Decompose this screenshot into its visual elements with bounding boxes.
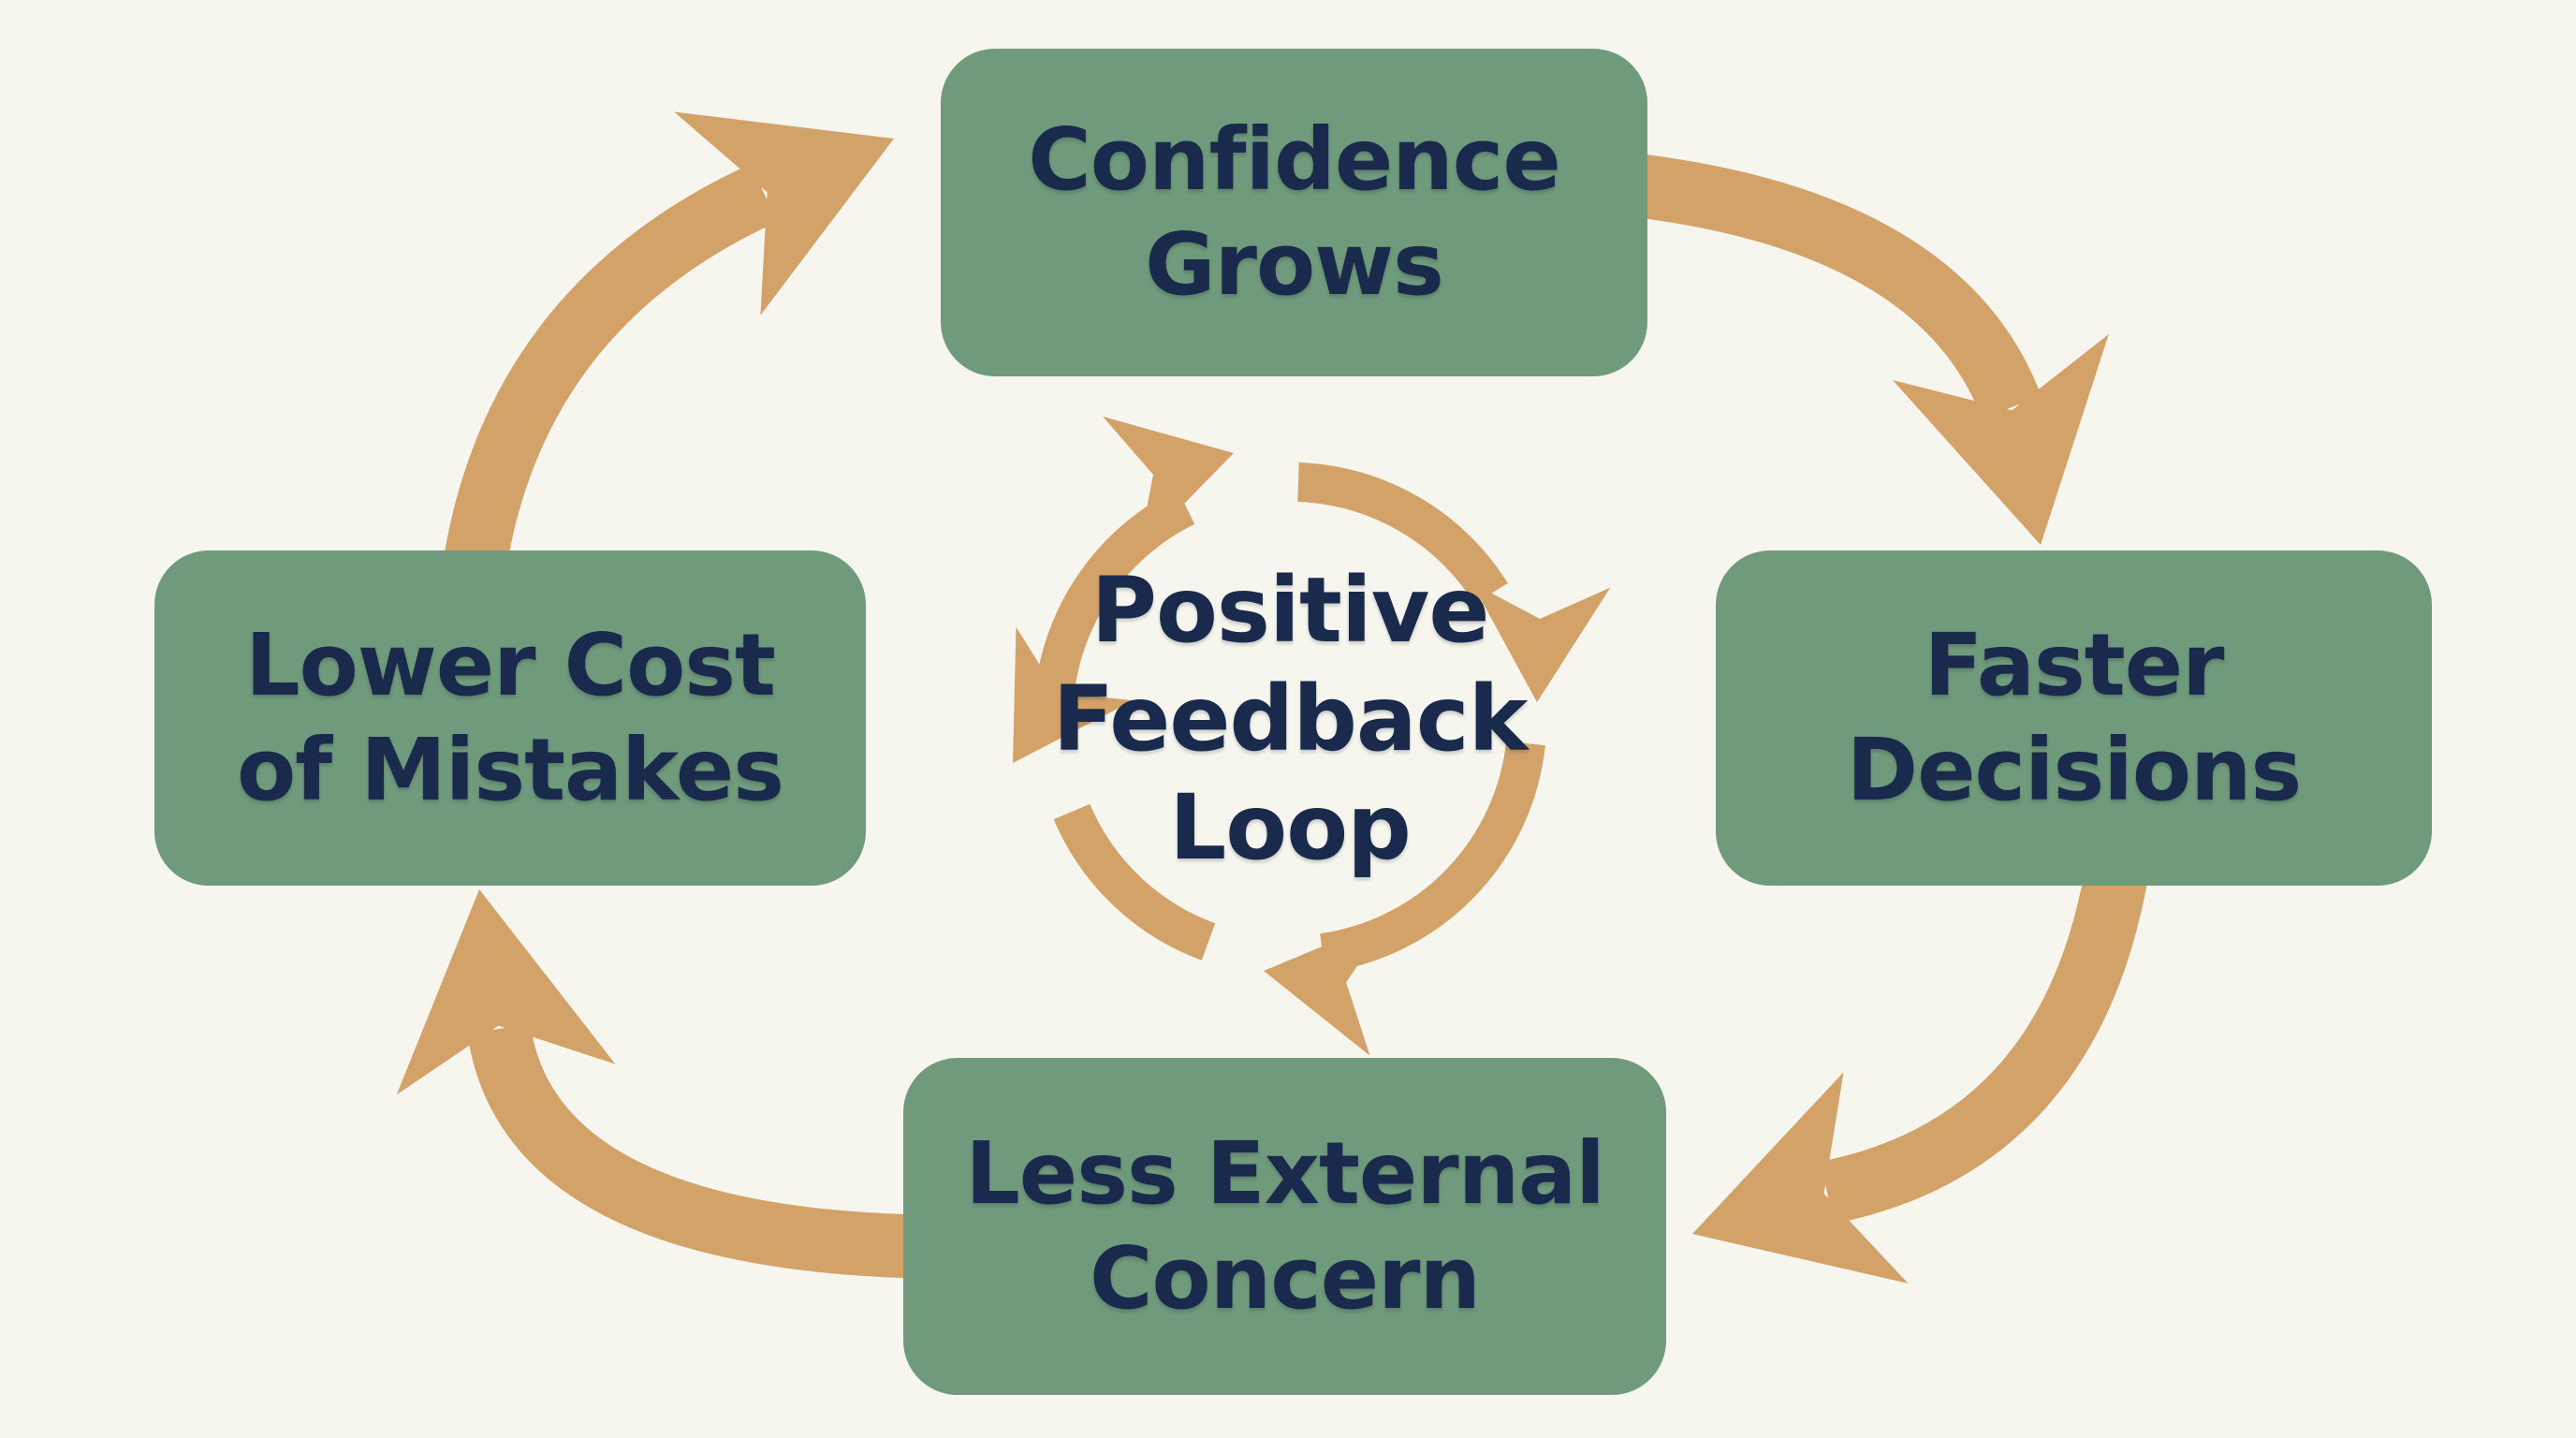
node-faster-decisions: Faster Decisions — [1716, 550, 2432, 886]
center-label-line: Feedback — [1052, 667, 1529, 771]
loop-ring-arc-bottom-left — [1053, 803, 1216, 961]
center-label-line: Loop — [1169, 775, 1412, 880]
node-less-external-concern: Less External Concern — [903, 1058, 1666, 1395]
node-confidence-grows: Confidence Grows — [941, 49, 1647, 376]
loop-ring-arc-top-right — [1296, 462, 1508, 605]
arrow-right-to-bottom-head-icon — [1692, 1072, 1909, 1284]
center-label: Positive Feedback Loop — [915, 556, 1664, 882]
node-label-line: of Mistakes — [236, 720, 784, 820]
loop-ring-arrowhead-top-icon — [1103, 416, 1234, 550]
node-label-line: Less External — [965, 1123, 1605, 1224]
loop-ring-arrowhead-bottom-icon — [1264, 918, 1390, 1056]
node-label-line: Faster — [1924, 615, 2224, 715]
arrow-left-to-top-band — [441, 164, 778, 583]
node-label-line: Grows — [1145, 214, 1444, 315]
arrow-bottom-to-left-head-icon — [396, 889, 616, 1095]
node-label-line: Lower Cost — [244, 615, 776, 715]
node-lower-cost-of-mistakes: Lower Cost of Mistakes — [154, 550, 866, 886]
arrow-bottom-to-left-band — [467, 1023, 942, 1279]
arrow-top-to-right-head-icon — [1892, 333, 2109, 545]
node-label-line: Confidence — [1028, 110, 1560, 210]
node-label-line: Concern — [1089, 1228, 1481, 1328]
loop-ring-arrowhead-right-icon — [1471, 582, 1611, 702]
arrow-left-to-top-head-icon — [674, 111, 894, 315]
arrow-right-to-bottom-band — [1821, 863, 2149, 1225]
center-label-line: Positive — [1090, 558, 1490, 663]
arrow-top-to-right-band — [1632, 154, 2042, 419]
node-label-line: Decisions — [1846, 720, 2303, 820]
